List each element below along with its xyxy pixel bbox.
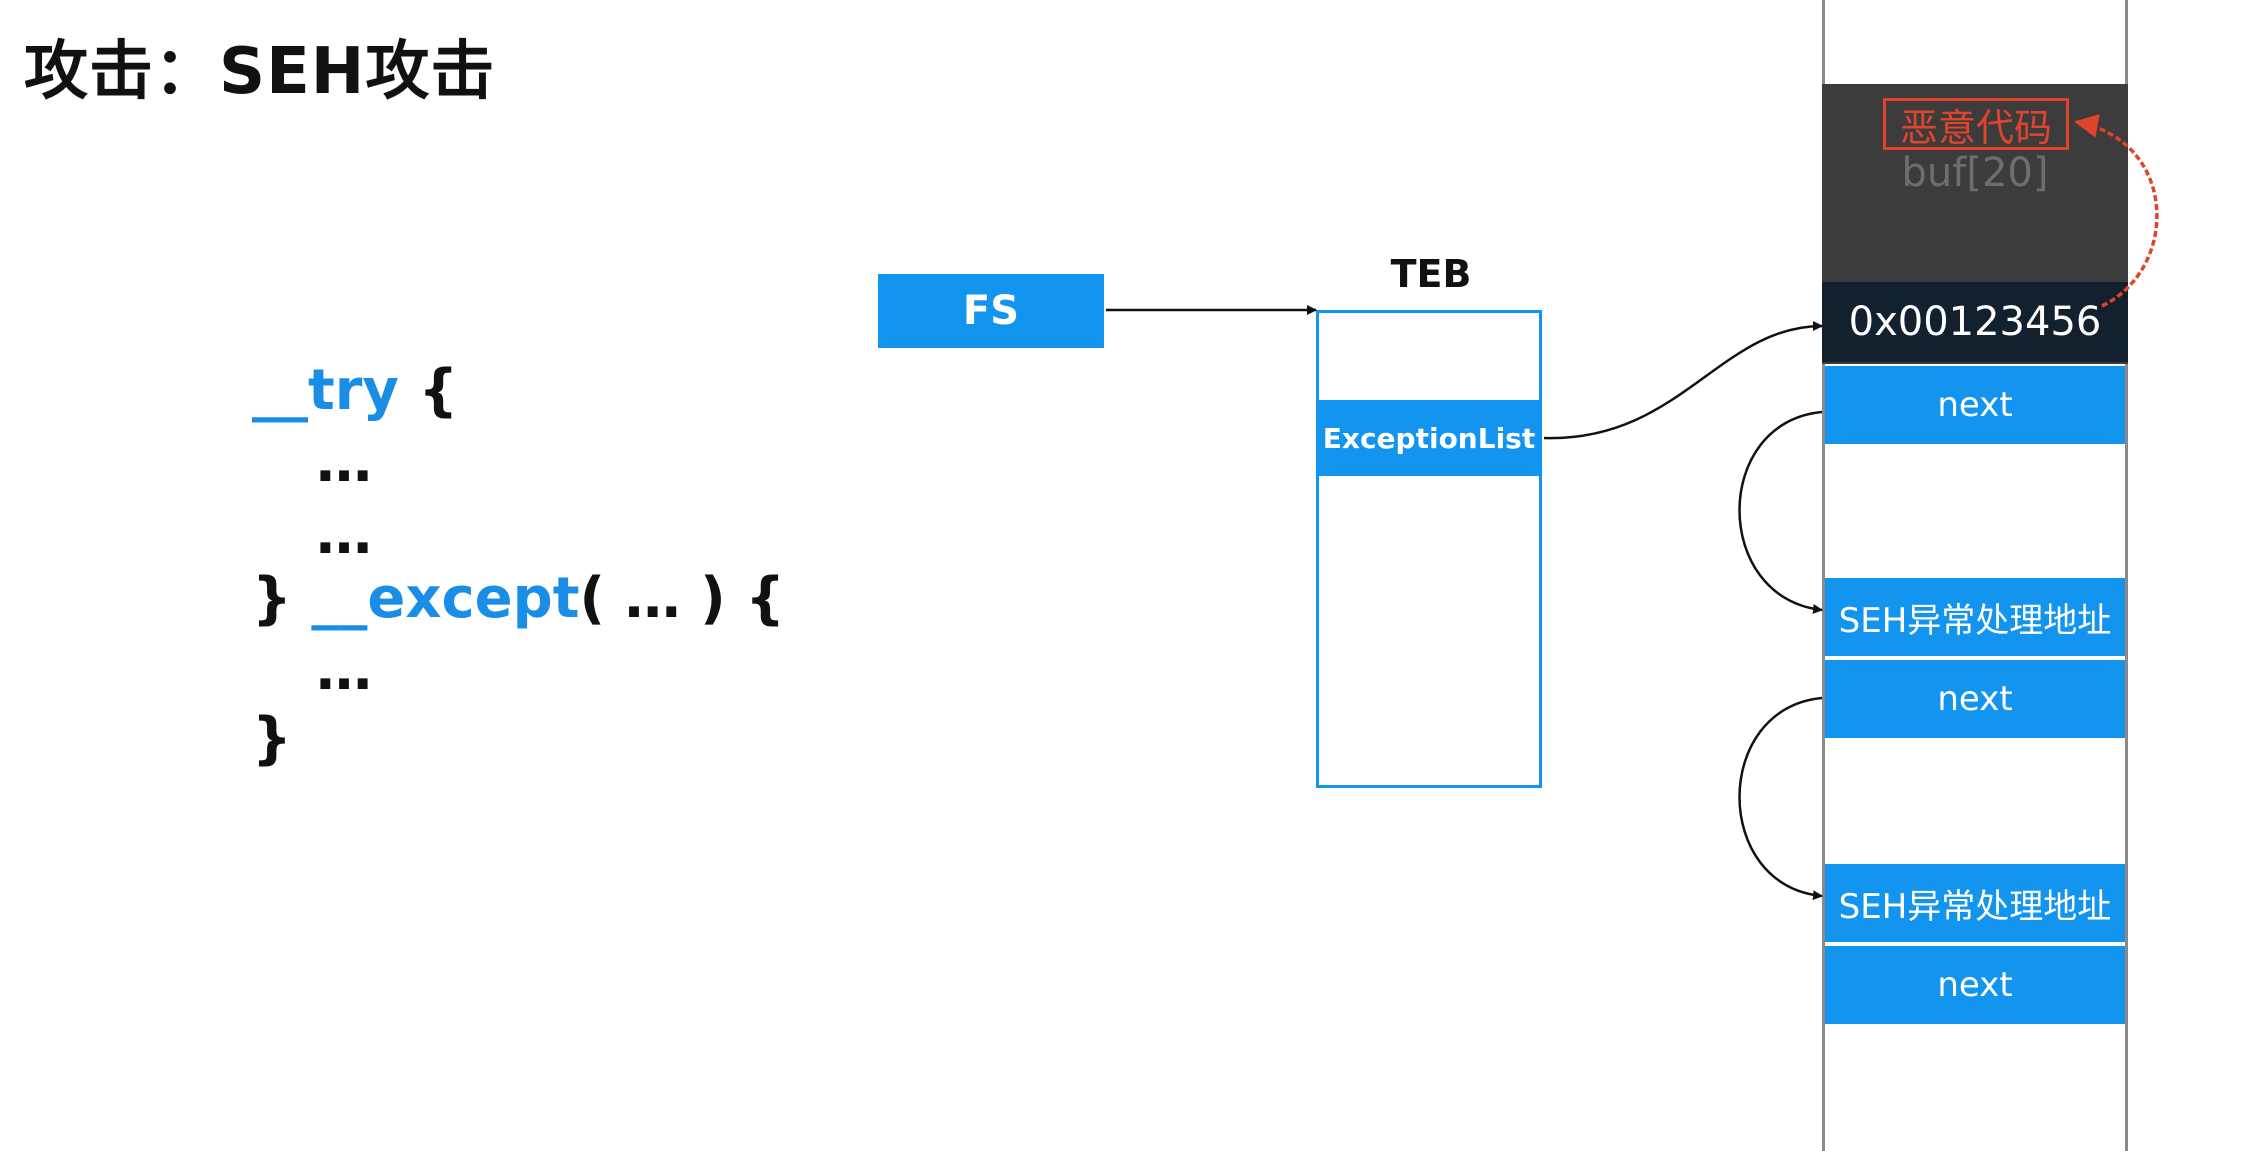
- code-line-dots: …: [316, 638, 372, 703]
- open-brace: {: [398, 358, 459, 423]
- stack-cell-seh-handler: SEH异常处理地址: [1825, 578, 2125, 656]
- code-line-close: }: [252, 706, 292, 771]
- malicious-code-label: 恶意代码: [1883, 98, 2069, 150]
- exception-list-to-stack-arrow: [1543, 321, 1823, 440]
- except-args: ( … ) {: [579, 566, 786, 631]
- code-line-dots: …: [316, 430, 372, 495]
- next-label: next: [1937, 385, 2013, 425]
- teb-label: TEB: [1390, 252, 1472, 296]
- exception-list-field: ExceptionList: [1316, 400, 1542, 476]
- overwritten-seh-address: 0x00123456: [1822, 282, 2128, 362]
- next-label: next: [1937, 679, 2013, 719]
- teb-box: [1316, 310, 1542, 788]
- try-keyword: __try: [252, 358, 399, 423]
- exception-list-label: ExceptionList: [1322, 421, 1536, 455]
- stack-cell-seh-handler: SEH异常处理地址: [1825, 864, 2125, 942]
- next-to-seh-arrow: [1738, 410, 1823, 614]
- code-line-try: __try {: [252, 358, 458, 423]
- buffer-label: buf[20]: [1901, 150, 2049, 196]
- close-brace: }: [252, 566, 312, 631]
- except-keyword: __except: [311, 566, 580, 631]
- fs-label: FS: [962, 288, 1020, 334]
- stack-cell-next: next: [1825, 660, 2125, 738]
- seh-handler-label: SEH异常处理地址: [1838, 600, 2112, 641]
- page-title: 攻击：SEH攻击: [24, 35, 496, 109]
- code-line-except: } __except( … ) {: [252, 566, 785, 631]
- code-line-dots: …: [316, 502, 372, 567]
- next-to-seh-arrow: [1738, 696, 1823, 901]
- seh-handler-label: SEH异常处理地址: [1838, 886, 2112, 927]
- overwritten-address-text: 0x00123456: [1848, 299, 2102, 345]
- stack-cell-next: next: [1825, 366, 2125, 444]
- next-label: next: [1937, 965, 2013, 1005]
- stack-cell-next: next: [1825, 946, 2125, 1024]
- fs-register-box: FS: [878, 274, 1104, 348]
- address-to-malicious-code-arrow: [2074, 114, 2159, 308]
